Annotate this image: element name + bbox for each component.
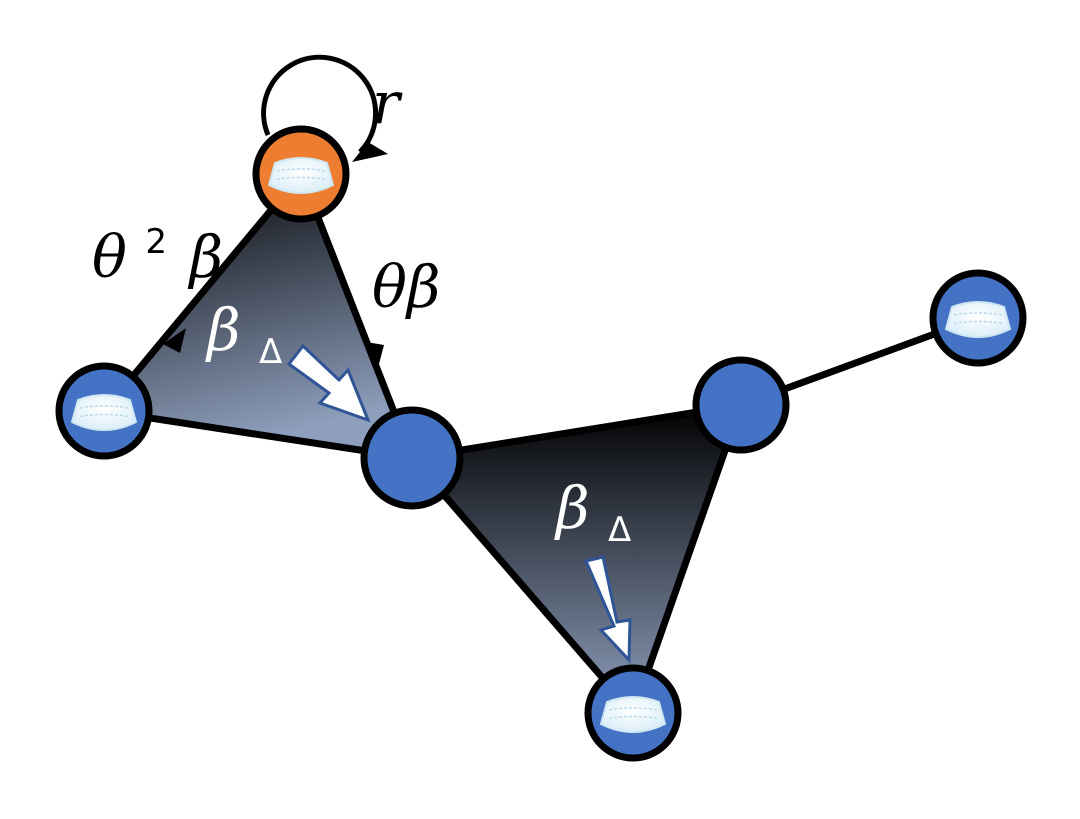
face-mask-icon xyxy=(267,157,335,194)
delta-subscript: Δ xyxy=(259,332,282,372)
face-mask-icon xyxy=(599,696,667,733)
beta-symbol: β xyxy=(554,474,590,542)
hyperedge-rate-label-left: β Δ xyxy=(205,296,282,372)
pairwise-rate-label-right: θβ xyxy=(372,253,440,321)
node-far-right xyxy=(929,269,1027,367)
arrowhead-left-edge xyxy=(163,328,186,353)
pairwise-rate-label-left: θ 2 β xyxy=(92,199,223,291)
hyperedge-rate-label-right: β Δ xyxy=(554,474,631,550)
exponent: 2 xyxy=(145,222,167,262)
face-mask-icon xyxy=(70,394,138,431)
recovery-arrowhead xyxy=(352,142,388,162)
node-right xyxy=(692,356,790,454)
node-circle xyxy=(360,406,464,510)
hyperedge-arrow-right xyxy=(583,555,632,664)
recovery-loop-arrow xyxy=(261,54,379,154)
hyperedge-arrow-left xyxy=(286,343,371,423)
beta-symbol: β xyxy=(205,296,241,364)
node-bottom xyxy=(584,664,682,762)
hyperedge-triangle-right xyxy=(408,401,745,717)
delta-subscript: Δ xyxy=(608,510,631,550)
node-circle xyxy=(692,356,790,454)
recovery-rate-label: r xyxy=(372,69,403,137)
node-top xyxy=(252,125,350,223)
face-mask-icon xyxy=(944,301,1012,338)
arrowhead-right-edge xyxy=(366,342,384,364)
node-center xyxy=(360,406,464,510)
beta-symbol: β xyxy=(187,223,223,291)
theta-symbol: θ xyxy=(92,223,127,291)
node-left xyxy=(55,362,153,460)
